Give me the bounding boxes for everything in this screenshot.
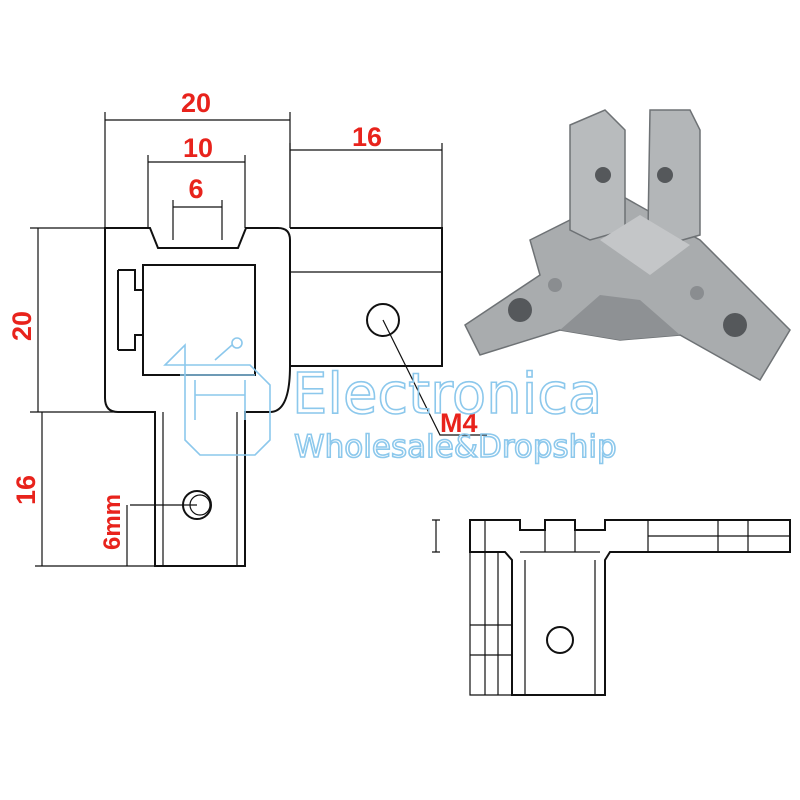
dimension-lines xyxy=(30,112,443,567)
dim-slot-width: 10 xyxy=(183,133,213,163)
side-view xyxy=(432,519,791,696)
dim-slot-opening: 6 xyxy=(188,174,203,204)
watermark-brand: Electronica xyxy=(292,362,602,427)
product-photo xyxy=(464,109,791,382)
dim-arm-bottom: 16 xyxy=(11,475,41,505)
dim-width-total: 20 xyxy=(181,88,211,118)
dim-hole-offset: 6mm xyxy=(99,494,126,550)
thread-label: M4 xyxy=(440,408,478,438)
dim-height-total: 20 xyxy=(7,311,37,341)
dim-arm-right: 16 xyxy=(352,122,382,152)
watermark-logo xyxy=(163,337,271,456)
watermark-tagline: Wholesale&Dropship xyxy=(294,429,617,465)
front-view xyxy=(104,227,487,567)
